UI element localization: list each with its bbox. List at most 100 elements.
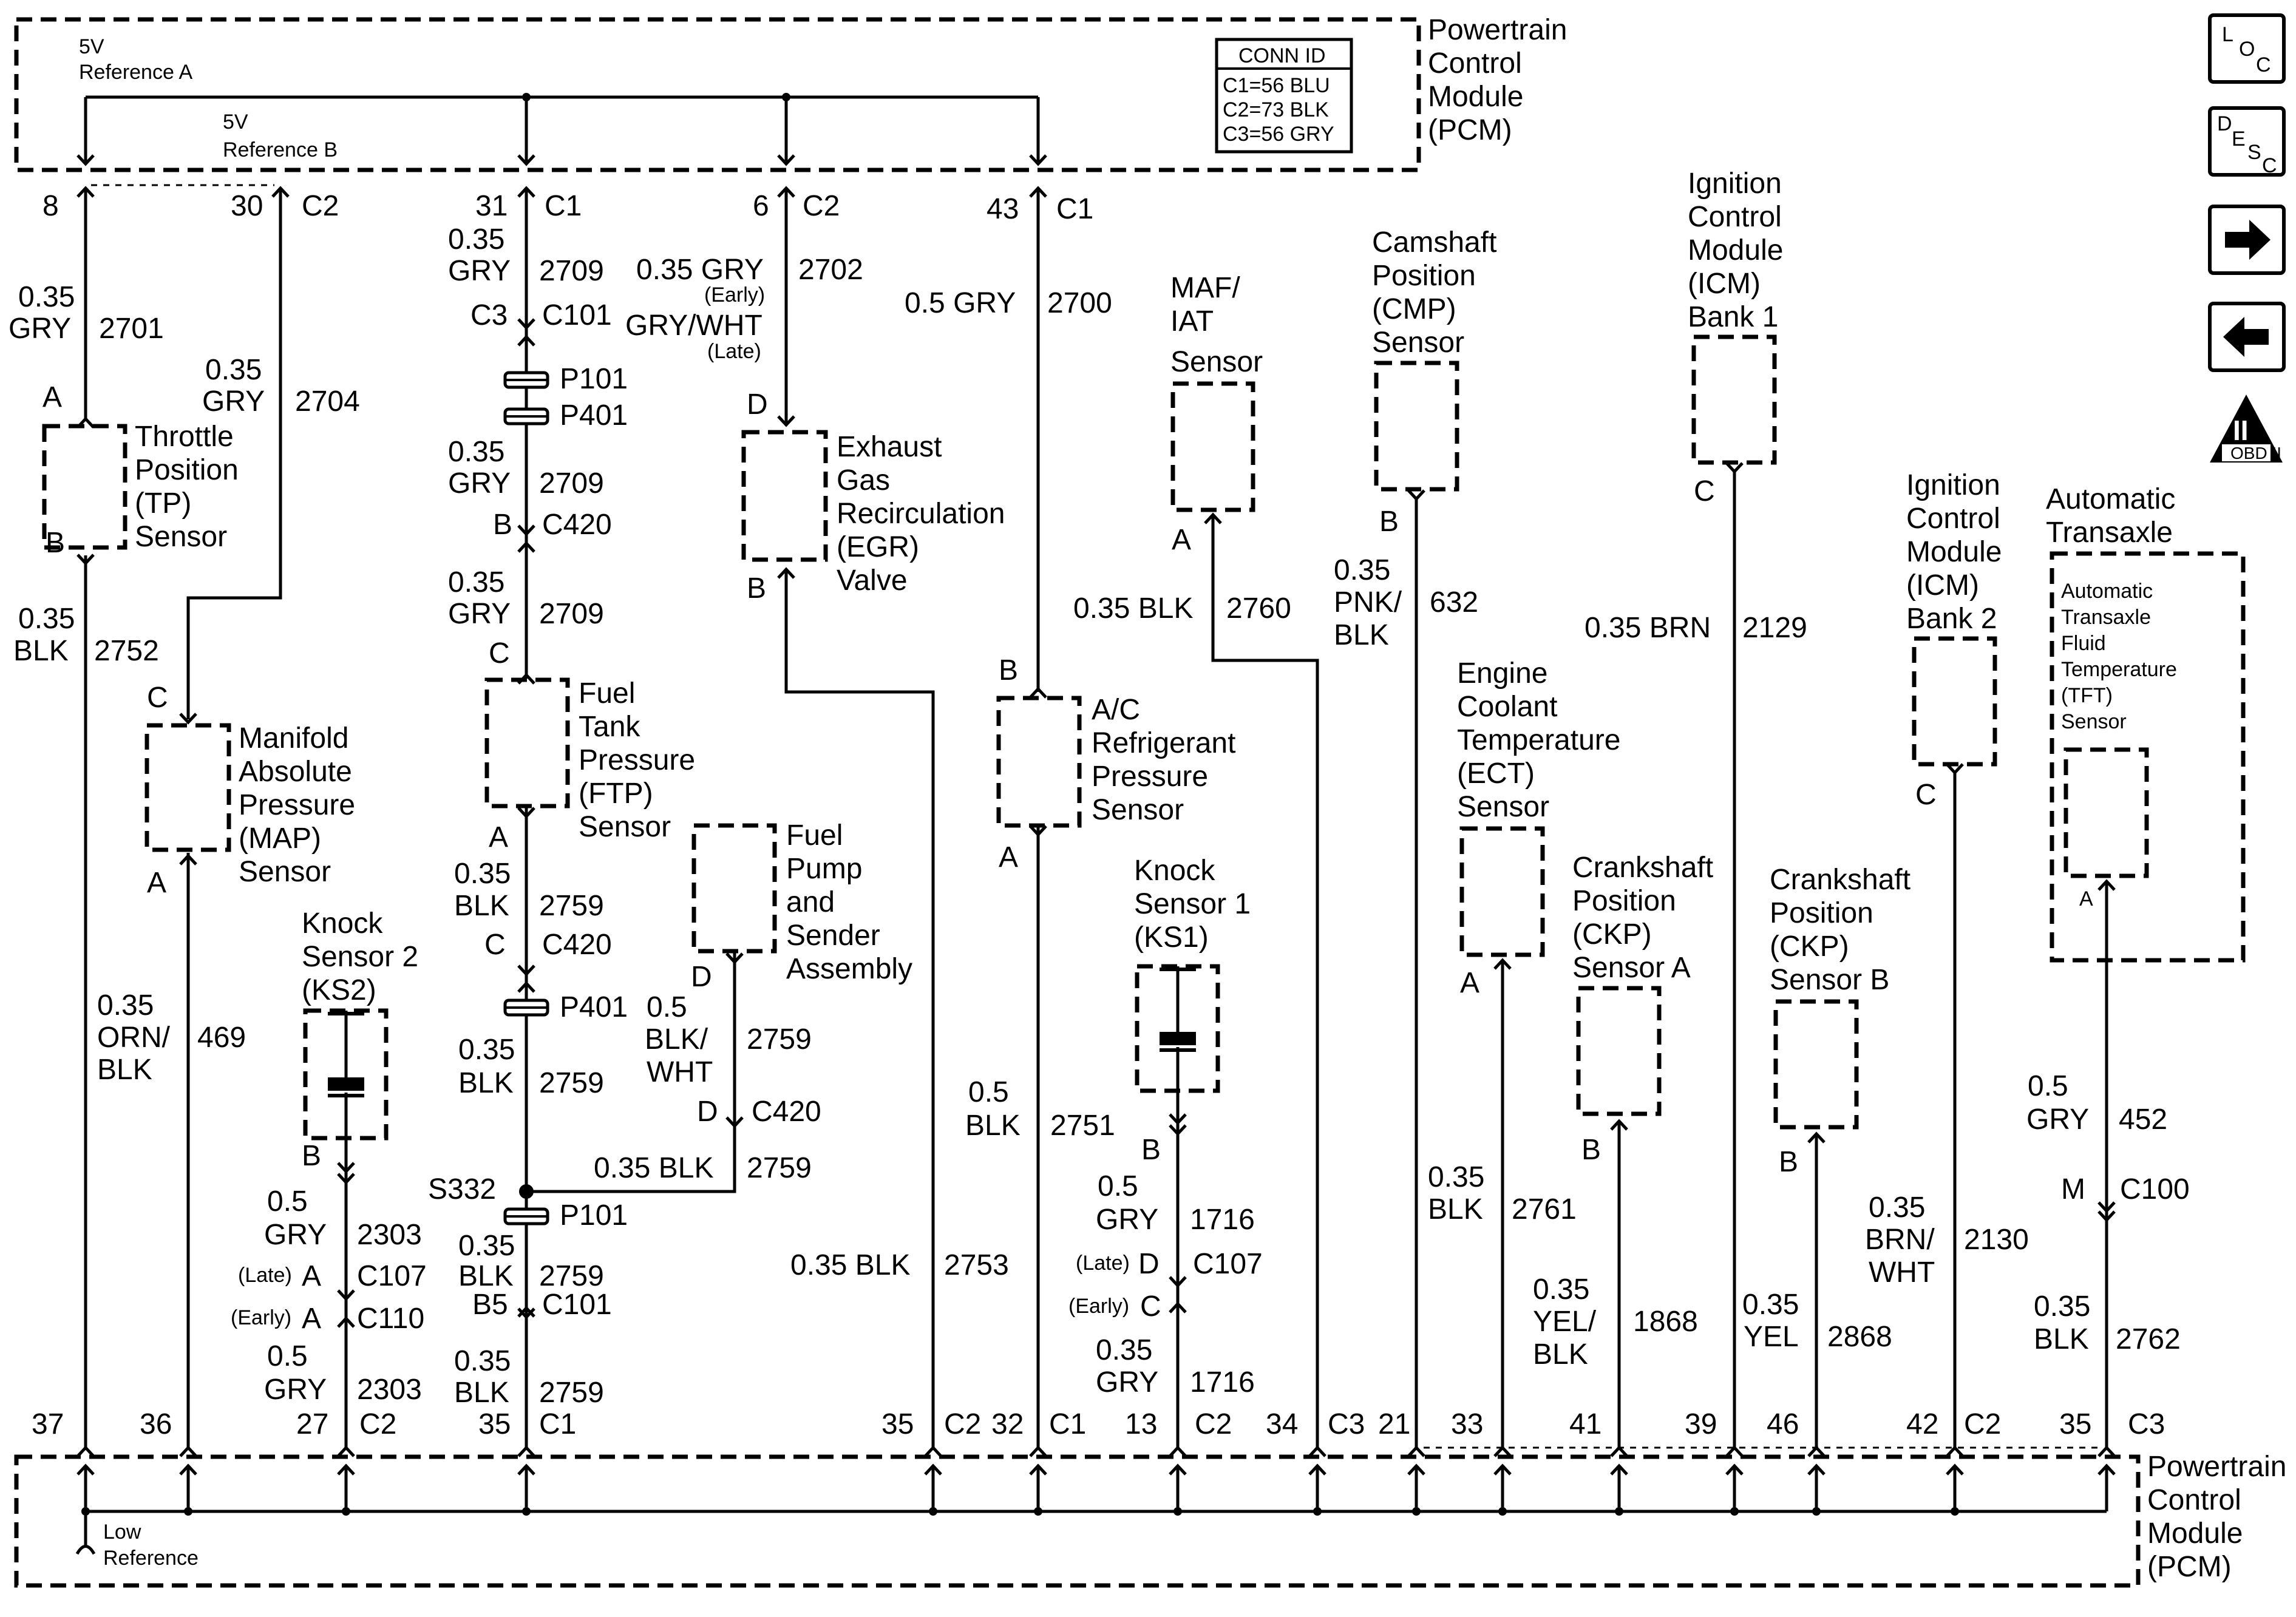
label-w2701c: 2701 — [99, 313, 164, 345]
label-b32: 32 — [991, 1408, 1024, 1440]
ref-b-label: 5V Reference B — [223, 110, 338, 161]
label-w2761a: 0.35 — [1428, 1161, 1484, 1193]
low-reference-bus — [75, 1466, 2114, 1555]
label-icm1e: Bank 1 — [1688, 301, 1778, 333]
label-c420c: C420 — [752, 1096, 821, 1128]
label-icm1C: C — [1694, 475, 1715, 507]
label-ftp2: Tank — [579, 711, 640, 743]
previous-button[interactable] — [2208, 302, 2286, 372]
label-cmpB: B — [1379, 506, 1399, 538]
label-at1: Automatic — [2046, 483, 2175, 515]
label-t31: 31 — [475, 190, 508, 222]
label-w2130c: WHT — [1869, 1256, 1935, 1289]
label-maf3: Sensor — [1170, 346, 1263, 378]
label-tp4: Sensor — [135, 521, 227, 553]
label-b33: 33 — [1451, 1408, 1483, 1440]
label-w2709c1: 0.35 — [448, 566, 504, 598]
svg-text:D: D — [2217, 112, 2232, 135]
label-w469c: BLK — [97, 1054, 152, 1086]
label-w2130a: 0.35 — [1869, 1192, 1925, 1224]
label-c420B: B — [493, 509, 512, 541]
ks2-element — [328, 1011, 364, 1141]
label-c107D: D — [1138, 1248, 1160, 1280]
label-w1716d: 0.35 — [1096, 1334, 1152, 1366]
wire-2129 — [1727, 463, 1742, 1456]
svg-text:II: II — [2233, 415, 2249, 446]
label-w2700a: 0.5 GRY — [905, 287, 1016, 319]
label-acB: B — [999, 654, 1018, 686]
label-ckpa1: Crankshaft — [1572, 852, 1713, 884]
wire-2759-fuel-pump — [526, 953, 742, 1193]
label-c101B5: B5 — [472, 1289, 508, 1321]
label-ckpb2: Position — [1770, 897, 1873, 929]
label-ftp1: Fuel — [579, 677, 635, 710]
label-w469a: 0.35 — [97, 989, 154, 1022]
svg-text:E: E — [2232, 127, 2246, 151]
desc-button[interactable]: D E S C — [2208, 106, 2286, 177]
label-tpB: B — [46, 527, 65, 559]
connector-p101-p401 — [503, 371, 549, 425]
label-fp2: Pump — [786, 853, 862, 885]
label-ect4: (ECT) — [1457, 758, 1535, 790]
label-w2702late: (Late) — [707, 340, 761, 363]
label-b35bc: C2 — [944, 1408, 981, 1440]
label-ac3: Pressure — [1092, 761, 1208, 793]
label-tp1: Throttle — [135, 421, 234, 453]
ref-a-bus — [78, 93, 1046, 164]
label-b46: 46 — [1767, 1408, 1799, 1440]
label-w2709b1: 0.35 — [448, 436, 504, 468]
label-w2303e: GRY — [264, 1374, 327, 1406]
label-tft3: Fluid — [2061, 632, 2106, 655]
label-w1716e: GRY — [1096, 1366, 1158, 1398]
icm-bank2-box — [1912, 636, 1997, 767]
label-icm1a: Ignition — [1688, 168, 1782, 200]
label-p101b: P101 — [560, 1199, 628, 1232]
label-ectA: A — [1460, 967, 1479, 999]
label-icm1c: Module — [1688, 234, 1783, 266]
map-sensor-box — [144, 723, 231, 852]
wire-2130 — [1947, 764, 1963, 1456]
label-cmp4: Sensor — [1372, 327, 1464, 359]
wire-2753 — [778, 569, 941, 1456]
label-ks2c: (KS2) — [302, 974, 376, 1006]
label-c107b: C107 — [1193, 1248, 1263, 1280]
label-map1: Manifold — [239, 722, 348, 754]
label-w2759e4: 2759 — [747, 1023, 812, 1056]
wire-452-2762 — [2099, 881, 2114, 1456]
next-button[interactable] — [2208, 205, 2286, 275]
label-p401: P401 — [560, 399, 628, 432]
label-ckpa4: Sensor A — [1572, 952, 1691, 984]
label-egr1: Exhaust — [837, 431, 942, 463]
label-w632a: 0.35 — [1334, 554, 1390, 586]
label-t6c: C2 — [803, 190, 840, 222]
ref-a-label: 5V Reference A — [79, 35, 192, 84]
label-t30c: C2 — [302, 190, 339, 222]
label-c101: C101 — [542, 299, 612, 331]
wire-2701 — [78, 188, 93, 427]
low-reference-label: Low Reference — [103, 1520, 199, 1570]
wire-2760 — [1205, 515, 1325, 1456]
label-ckpb1: Crankshaft — [1770, 864, 1911, 896]
label-c110: C110 — [357, 1303, 424, 1335]
label-fp5: Assembly — [786, 953, 912, 985]
loc-button[interactable]: L O C — [2208, 13, 2286, 84]
label-w2704b: GRY — [202, 385, 265, 418]
label-w2759c3: 2759 — [539, 1260, 604, 1292]
obd-ii-button[interactable]: OBD II II — [2210, 395, 2283, 463]
label-w2759f1: 0.35 BLK — [594, 1152, 713, 1184]
label-w2753a: 0.35 BLK — [790, 1249, 910, 1281]
label-tpA: A — [42, 381, 62, 413]
label-ks2b: Sensor 2 — [302, 941, 418, 973]
label-w2709a3: 2709 — [539, 255, 604, 287]
ac-pressure-sensor-box — [996, 696, 1082, 828]
pcm-top-label: Powertrain Control Module (PCM) — [1428, 14, 1567, 146]
label-egr3: Recirculation — [837, 498, 1005, 530]
label-w2759b3: 2759 — [539, 1067, 604, 1099]
label-fp3: and — [786, 886, 835, 918]
label-w2761c: 2761 — [1512, 1193, 1577, 1225]
label-w2702early: (Early) — [704, 283, 765, 307]
label-maf2: IAT — [1170, 305, 1214, 337]
label-t8: 8 — [42, 190, 59, 222]
arrow-right-icon — [2225, 220, 2271, 260]
label-w2303f: 2303 — [357, 1374, 422, 1406]
